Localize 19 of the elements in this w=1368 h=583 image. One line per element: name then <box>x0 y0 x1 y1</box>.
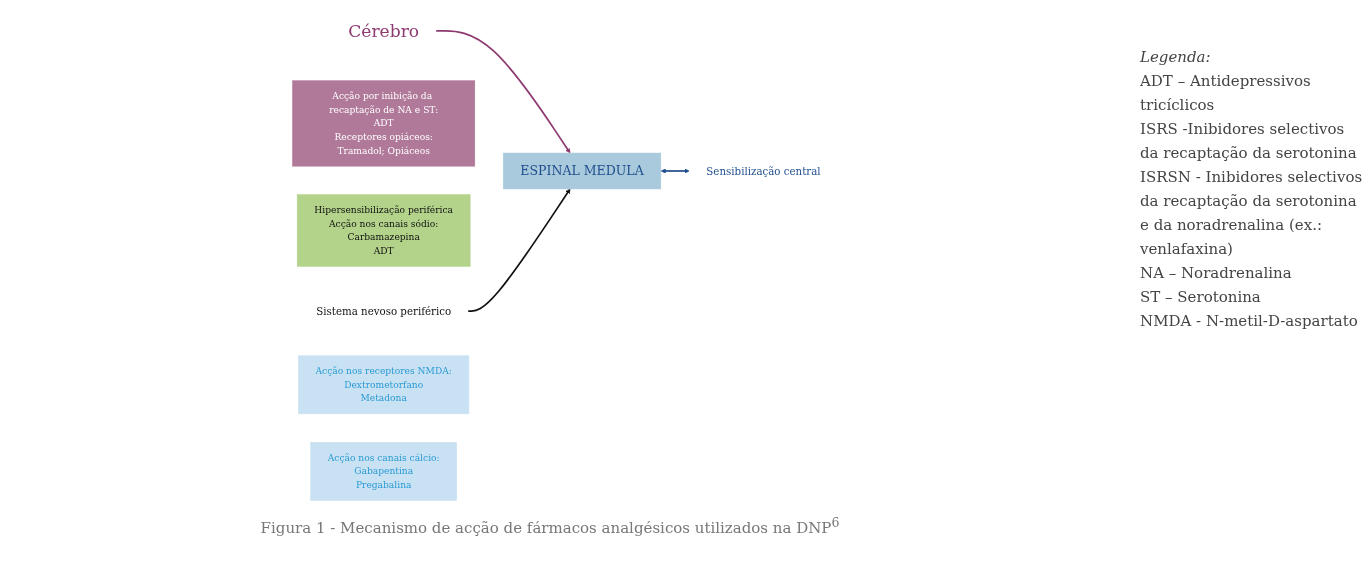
node-box: Acção por inibição da recaptação de NA e ST: ADT Receptores opiáceos: Tramadol; Opiáceos <box>292 80 475 167</box>
arrow <box>467 188 571 312</box>
node-text: Sensibilização central <box>706 165 821 177</box>
legend-note: ISRSN - Inibidores selectivos da recaptação da serotonina e da noradrenalina (ex.: venlafaxina) <box>1140 167 1364 260</box>
node-text: Sistema nevoso periférico <box>316 305 452 318</box>
legend-note: ISRS -Inibidores selectivos da recaptação da serotonina <box>1140 119 1358 164</box>
legend-note: NMDA - N-metil-D-aspartato <box>1140 311 1359 332</box>
node-box: Acção nos canais cálcio: Gabapentina Pregabalina <box>310 442 457 501</box>
legend-note: ST – Serotonina <box>1140 287 1262 308</box>
figure-caption: Figura 1 - Mecanismo de acção de fármacos analgésicos utilizados na DNP$^{6}$ <box>259 515 841 537</box>
arrow <box>435 30 571 154</box>
node-box: Hipersensibilização periférica Acção nos canais sódio: Carbamazepina ADT <box>296 194 471 267</box>
legend-note: NA – Noradrenalina <box>1140 263 1293 284</box>
legend-note: Legenda: <box>1140 47 1212 68</box>
node-text: Cérebro <box>348 20 419 41</box>
node-box: ESPINAL MEDULA <box>502 152 661 190</box>
node-box: Acção nos receptores NMDA: Dextrometorfano Metadona <box>298 355 470 415</box>
arrow <box>660 168 690 174</box>
legend-note: ADT – Antidepressivos tricíclicos <box>1140 71 1312 116</box>
